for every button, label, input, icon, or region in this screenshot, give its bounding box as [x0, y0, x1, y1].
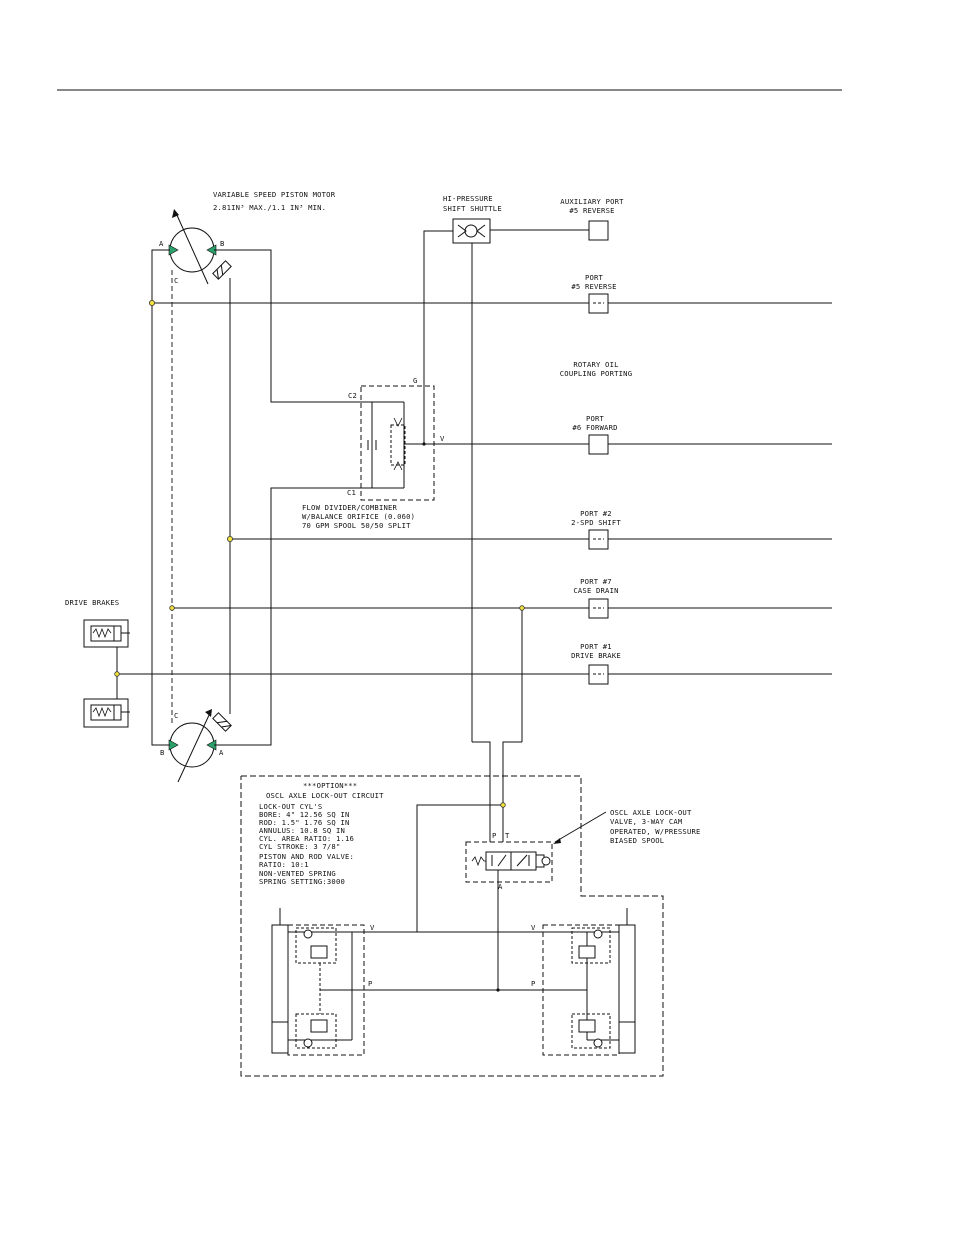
- top-motor-port-a: A: [159, 239, 164, 248]
- left-cylinder-port-p: P: [368, 979, 373, 988]
- flow-divider-combiner: [360, 385, 435, 501]
- option-spec-7: RATIO: 10:1: [259, 860, 309, 869]
- port-box-5-reverse: [588, 293, 609, 314]
- option-spec-6: PISTON AND ROD VALVE:: [259, 852, 354, 861]
- port-lines: [117, 229, 832, 675]
- port-box-7-case-drain: [588, 598, 609, 619]
- return-lines: [472, 608, 523, 842]
- lockout-valve: [465, 811, 607, 990]
- port-label-7-line2: CASE DRAIN: [573, 586, 618, 595]
- drive-brakes-label: DRIVE BRAKES: [65, 598, 119, 607]
- flow-divider-label-line2: W/BALANCE ORIFICE (0.060): [302, 512, 415, 521]
- rotary-coupling-line2: COUPLING PORTING: [560, 369, 632, 378]
- option-spec-2: ROD: 1.5" 1.76 SQ IN: [259, 818, 350, 827]
- option-subheading: OSCL AXLE LOCK-OUT CIRCUIT: [266, 791, 384, 800]
- lockout-valve-port-t: T: [505, 831, 510, 840]
- port-label-aux-line1: AUXILIARY PORT: [560, 197, 624, 206]
- left-cylinder-port-v: V: [370, 923, 375, 932]
- lockout-valve-port-p: P: [492, 831, 497, 840]
- top-motor-port-b: B: [220, 239, 225, 248]
- top-motor-port-c: C: [174, 276, 179, 285]
- port-label-5-reverse-line1: PORT: [585, 273, 604, 282]
- option-spec-1: BORE: 4" 12.56 SQ IN: [259, 810, 350, 819]
- option-boundary: [240, 775, 664, 1077]
- bottom-motor-port-b: B: [160, 748, 165, 757]
- drive-brake-bottom: [83, 698, 130, 728]
- junction-nodes: [114, 299, 525, 992]
- port-label-1-line1: PORT #1: [580, 642, 612, 651]
- flow-divider-port-c1: C1: [347, 488, 356, 497]
- right-cylinder-port-p: P: [531, 979, 536, 988]
- right-cylinder-port-v: V: [531, 923, 536, 932]
- port-box-aux-5-reverse: [588, 220, 609, 241]
- port-box-1-drive-brake: [588, 664, 609, 685]
- option-spec-3: ANNULUS: 10.8 SQ IN: [259, 826, 345, 835]
- shuttle-label-line2: SHIFT SHUTTLE: [443, 204, 502, 213]
- port-label-2-line1: PORT #2: [580, 509, 612, 518]
- port-label-1-line2: DRIVE BRAKE: [571, 651, 621, 660]
- top-motor-title-line2: 2.81IN³ MAX./1.1 IN³ MIN.: [213, 203, 326, 212]
- bottom-motor-port-a: A: [219, 748, 224, 757]
- lockout-valve-port-a: A: [498, 882, 503, 891]
- port-label-6-forward-line1: PORT: [586, 414, 605, 423]
- option-spec-5: CYL STROKE: 3 7/8": [259, 842, 341, 851]
- hi-pressure-shift-shuttle: [423, 218, 491, 742]
- lockout-valve-label-line2: VALVE, 3-WAY CAM: [610, 817, 683, 826]
- cylinder-supply-lines: [352, 804, 587, 991]
- motor-plumbing: [151, 249, 372, 746]
- bottom-piston-motor: [168, 709, 232, 783]
- top-piston-motor: [168, 209, 232, 285]
- lockout-valve-label-line1: OSCL AXLE LOCK-OUT: [610, 808, 692, 817]
- flow-divider-label-line3: 70 GPM SPOOL 50/50 SPLIT: [302, 521, 411, 530]
- drive-brake-top: [83, 619, 130, 648]
- option-spec-9: SPRING SETTING:3000: [259, 877, 345, 886]
- option-spec-8: NON-VENTED SPRING: [259, 869, 336, 878]
- port-box-6-forward: [588, 434, 609, 455]
- flow-divider-port-c2: C2: [348, 391, 357, 400]
- port-label-aux-line2: #5 REVERSE: [569, 206, 614, 215]
- port-label-6-forward-line2: #6 FORWARD: [572, 423, 617, 432]
- option-spec-4: CYL. AREA RATIO: 1.16: [259, 834, 354, 843]
- rotary-coupling-line1: ROTARY OIL: [573, 360, 618, 369]
- flow-divider-port-g: G: [413, 376, 418, 385]
- option-spec-0: LOCK-OUT CYL'S: [259, 802, 322, 811]
- top-motor-title-line1: VARIABLE SPEED PISTON MOTOR: [213, 190, 336, 199]
- bottom-motor-port-c: C: [174, 711, 179, 720]
- lockout-valve-label-line3: OPERATED, W/PRESSURE: [610, 827, 701, 836]
- port-label-2-line2: 2-SPD SHIFT: [571, 518, 621, 527]
- flow-divider-label-line1: FLOW DIVIDER/COMBINER: [302, 503, 398, 512]
- left-lockout-cylinder: [271, 908, 365, 1056]
- right-lockout-cylinder: [542, 908, 636, 1056]
- flow-divider-port-v: V: [440, 434, 445, 443]
- port-box-2-spd-shift: [588, 529, 609, 550]
- option-heading: ***OPTION***: [303, 781, 357, 790]
- lockout-valve-label-line4: BIASED SPOOL: [610, 836, 664, 845]
- port-label-5-reverse-line2: #5 REVERSE: [571, 282, 616, 291]
- shuttle-label-line1: HI-PRESSURE: [443, 194, 493, 203]
- port-label-7-line1: PORT #7: [580, 577, 612, 586]
